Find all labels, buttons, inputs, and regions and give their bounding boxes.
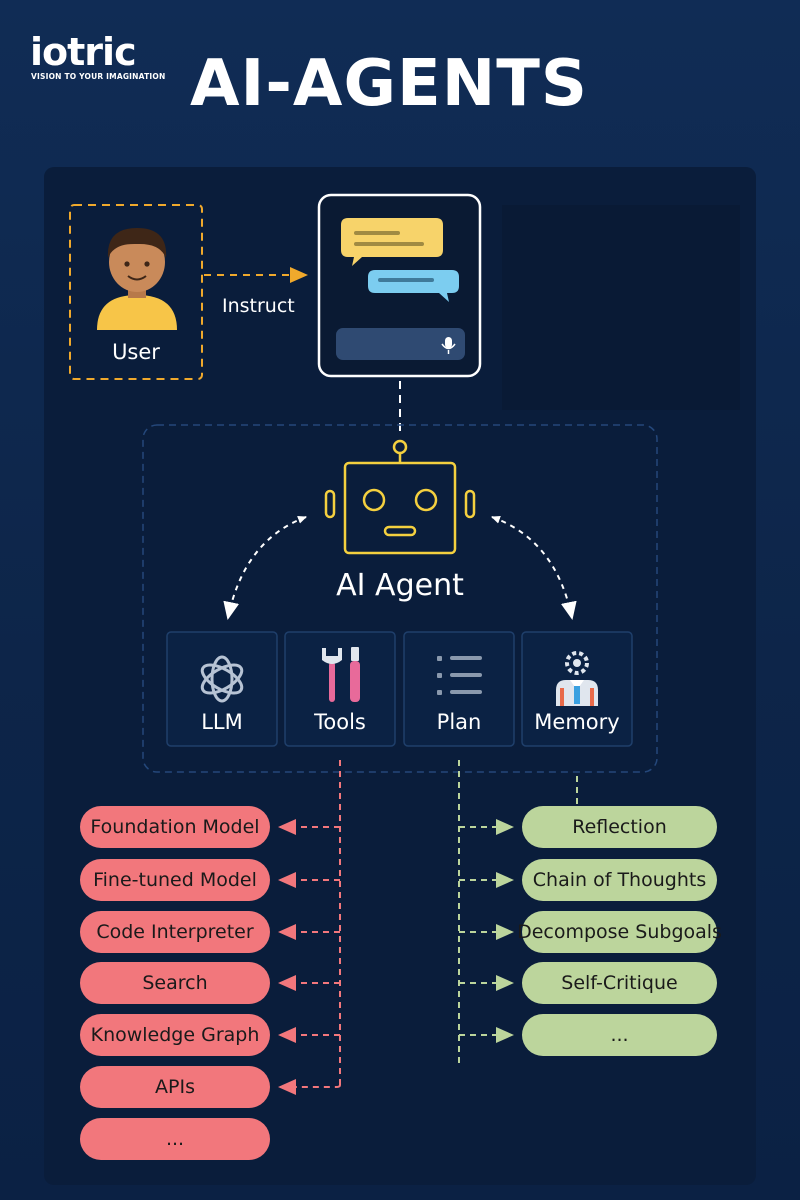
person-gear-icon <box>556 651 598 706</box>
agent-right-arrow <box>491 516 577 620</box>
user-label: User <box>112 340 160 364</box>
tool-item-apis: APIs <box>80 1066 270 1108</box>
agent-region <box>142 424 658 773</box>
tool-item-search: Search <box>80 962 270 1004</box>
module-llm-label: LLM <box>201 710 243 734</box>
brand-logo: iotric VISION TO YOUR IMAGINATION <box>30 30 170 86</box>
brand-name: iotric <box>30 30 137 74</box>
plan-item-reflection: Reflection <box>522 806 717 848</box>
tool-item-fine-tuned-model: Fine-tuned Model <box>80 859 270 901</box>
module-plan <box>403 631 515 747</box>
tool-item-more: ... <box>80 1118 270 1160</box>
tool-item-foundation-model: Foundation Model <box>80 806 270 848</box>
module-llm <box>166 631 278 747</box>
plan-item-chain-of-thoughts: Chain of Thoughts <box>522 859 717 901</box>
plan-connector <box>458 760 514 1065</box>
microphone-icon <box>441 337 456 354</box>
agent-label: AI Agent <box>336 568 464 603</box>
tools-connector <box>278 760 341 1095</box>
plan-item-more: ... <box>522 1014 717 1056</box>
agent-left-arrow <box>223 516 307 620</box>
user-node <box>69 204 203 380</box>
module-memory-label: Memory <box>534 710 620 734</box>
tool-item-knowledge-graph: Knowledge Graph <box>80 1014 270 1056</box>
user-avatar-icon <box>97 228 177 330</box>
module-plan-label: Plan <box>436 710 482 734</box>
robot-icon <box>324 439 476 555</box>
module-memory <box>521 631 633 747</box>
plan-item-self-critique: Self-Critique <box>522 962 717 1004</box>
empty-block <box>502 205 740 410</box>
checklist-icon <box>437 656 482 695</box>
tool-item-code-interpreter: Code Interpreter <box>80 911 270 953</box>
plan-item-decompose-subgoals: Decompose Subgoals <box>517 911 722 953</box>
module-tools <box>284 631 396 747</box>
module-tools-label: Tools <box>314 710 366 734</box>
openai-logo-icon <box>200 655 244 703</box>
page-title: AI-AGENTS <box>190 47 588 121</box>
wrench-screwdriver-icon <box>322 647 360 702</box>
chat-window-icon <box>317 193 482 378</box>
instruct-label: Instruct <box>222 295 295 317</box>
brand-tagline: VISION TO YOUR IMAGINATION <box>31 72 166 81</box>
